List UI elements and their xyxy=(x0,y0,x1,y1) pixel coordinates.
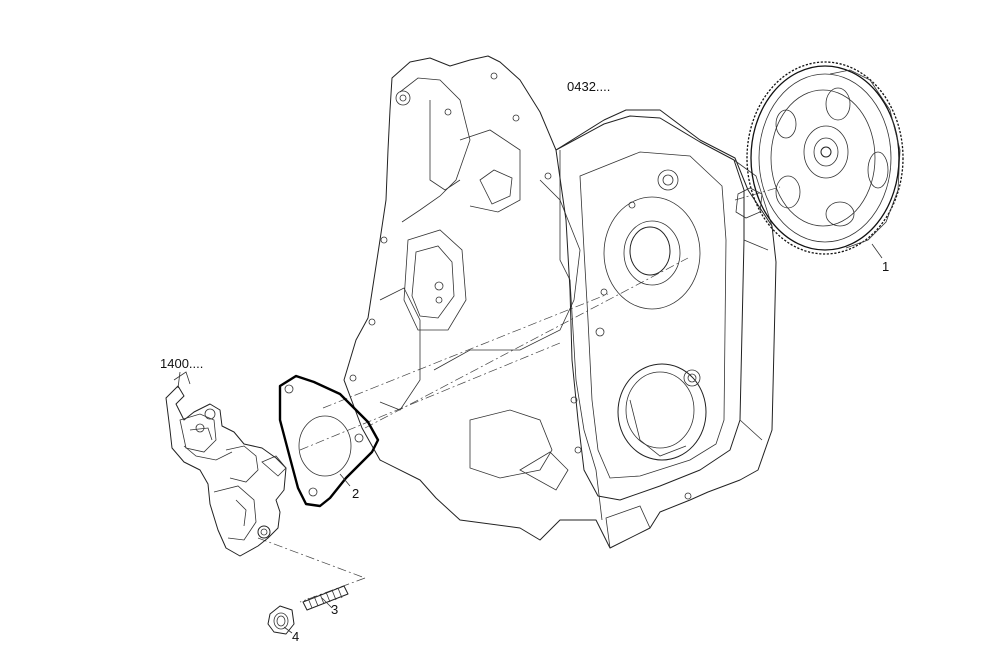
assembly-axis-lines xyxy=(257,186,781,603)
hex-nut xyxy=(267,605,295,635)
callout-ref-1400: 1400.... xyxy=(160,356,204,371)
callout-part-4: 4 xyxy=(292,629,300,644)
callout-ref-0432: 0432.... xyxy=(567,79,611,94)
gear-housing xyxy=(343,55,777,549)
drive-gear xyxy=(735,61,904,255)
callout-part-1: 1 xyxy=(882,259,890,274)
pump-gasket xyxy=(278,374,380,508)
housing-bolt-holes xyxy=(349,72,701,500)
injection-pump xyxy=(165,371,287,557)
callout-part-3: 3 xyxy=(331,602,339,617)
callout-part-2: 2 xyxy=(352,486,360,501)
stud xyxy=(302,585,349,611)
gear-lightening-holes xyxy=(775,87,889,227)
callout-leaders xyxy=(177,243,883,634)
